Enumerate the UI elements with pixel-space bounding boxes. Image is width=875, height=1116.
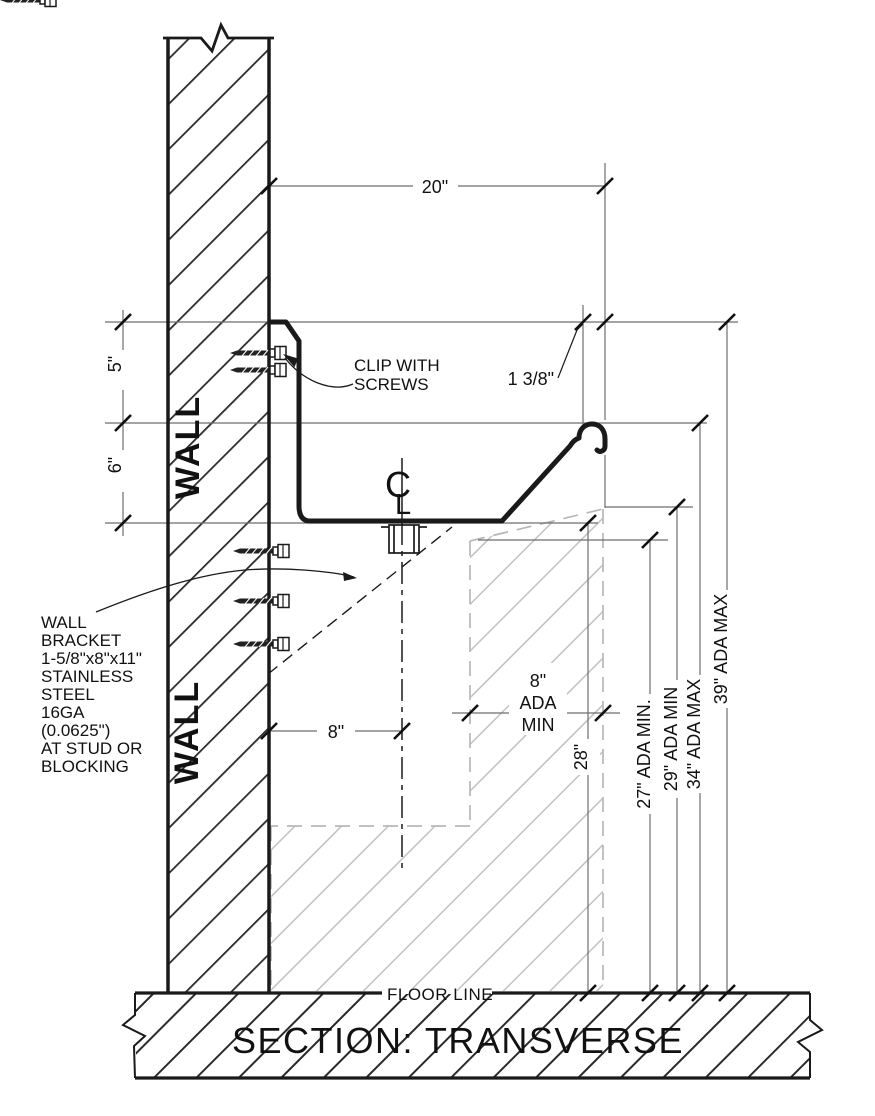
mounting-screws	[0, 0, 290, 652]
floor-line-label: FLOOR LINE	[387, 985, 493, 1004]
centerline-symbol-l: L	[395, 489, 411, 521]
dim-ada-39: 39" ADA MAX	[711, 594, 731, 704]
rim-roll-leader	[557, 323, 584, 379]
leader-lines	[95, 323, 584, 613]
wall-outline	[163, 21, 274, 993]
wall-hatch	[169, 38, 268, 993]
dim-rim-roll: 1 3/8"	[508, 369, 554, 389]
text-labels: 20" 5" 6" 1 3/8" 8" 8" ADA MIN 28" 27" A…	[41, 177, 731, 1061]
bracket-note-line: STAINLESS	[41, 667, 133, 686]
dim-drain-offset: 8"	[328, 722, 344, 742]
dim-backsplash-height: 5"	[105, 356, 125, 372]
bracket-note-line: BRACKET	[41, 631, 121, 650]
dim-ada-27: 27" ADA MIN.	[634, 699, 654, 808]
ada-clearance-zone	[270, 508, 604, 991]
bracket-note-line: 16GA	[41, 703, 85, 722]
bracket-note-line: (0.0625")	[41, 721, 110, 740]
centerline-symbol-c: C	[385, 464, 411, 505]
bracket-note-line: STEEL	[41, 685, 95, 704]
wall-top-break	[163, 21, 274, 54]
floor-break-left	[121, 993, 147, 1079]
wall-label-lower: WALL	[168, 680, 206, 784]
wall-bracket-hidden-line	[267, 526, 453, 675]
section-title: SECTION: TRANSVERSE	[232, 1020, 684, 1061]
clip-leader	[284, 357, 354, 388]
bracket-leader-arrow	[343, 572, 357, 581]
dim-knee-1: 8"	[530, 671, 546, 691]
floor-hatch	[136, 994, 809, 1078]
dim-knee-3: MIN	[522, 715, 555, 735]
clip-note-line2: SCREWS	[354, 375, 429, 394]
bracket-note-line: AT STUD OR	[41, 739, 142, 758]
sink-basin-profile	[267, 319, 608, 524]
bracket-note-line: BLOCKING	[41, 757, 129, 776]
bracket-leader	[95, 568, 355, 613]
wall-label-upper: WALL	[169, 395, 207, 499]
dim-top-width: 20"	[422, 177, 448, 197]
dimension-ticks	[114, 177, 736, 1002]
dim-knee-2: ADA	[519, 693, 556, 713]
dim-ada-34: 34" ADA MAX	[684, 679, 704, 789]
clip-note-line1: CLIP WITH	[354, 356, 440, 375]
clip-leader-arrow	[283, 354, 299, 368]
dim-bowl-depth: 6"	[105, 457, 125, 473]
bracket-note-line: 1-5/8"x8"x11"	[41, 649, 142, 668]
drain-fitting	[381, 524, 427, 554]
bracket-note-line: WALL	[41, 613, 87, 632]
label-backgrounds	[107, 172, 739, 814]
floor-break-right	[796, 993, 824, 1078]
bracket-note: WALL BRACKET 1-5/8"x8"x11" STAINLESS STE…	[41, 613, 142, 776]
dim-underside-height: 28"	[571, 744, 591, 770]
dim-ada-29: 29" ADA MIN	[661, 687, 681, 791]
